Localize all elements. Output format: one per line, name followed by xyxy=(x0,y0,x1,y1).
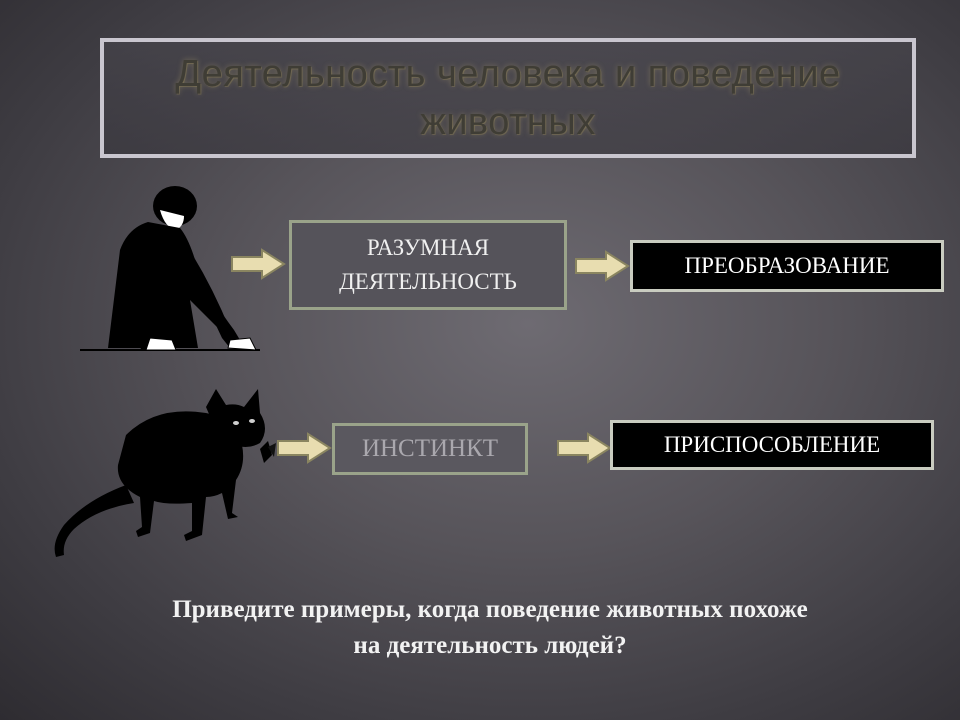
question-line-1: Приведите примеры, когда поведение живот… xyxy=(172,596,808,623)
right-arrow-icon xyxy=(231,248,286,280)
question-line-2: на деятельность людей? xyxy=(353,632,627,659)
right-arrow-icon xyxy=(557,432,612,464)
rational-activity-box: РАЗУМНАЯ ДЕЯТЕЛЬНОСТЬ xyxy=(289,220,567,310)
title-frame: Деятельность человека и поведение животн… xyxy=(100,38,916,158)
transformation-label: ПРЕОБРАЗОВАНИЕ xyxy=(684,253,890,278)
human-silhouette-icon xyxy=(80,186,260,351)
adaptation-label: ПРИСПОСОБЛЕНИЕ xyxy=(663,432,881,457)
title-line-2: животных xyxy=(420,101,596,143)
cat-silhouette-icon xyxy=(54,389,276,557)
right-arrow-icon xyxy=(575,250,630,282)
title-line-1: Деятельность человека и поведение xyxy=(175,53,841,95)
transformation-box: ПРЕОБРАЗОВАНИЕ xyxy=(630,240,944,292)
adaptation-box: ПРИСПОСОБЛЕНИЕ xyxy=(610,420,934,470)
instinct-label: ИНСТИНКТ xyxy=(361,435,499,462)
instinct-box: ИНСТИНКТ xyxy=(332,423,528,475)
rational-activity-line-2: ДЕЯТЕЛЬНОСТЬ xyxy=(339,269,517,294)
question-text: Приведите примеры, когда поведение живот… xyxy=(60,592,920,664)
rational-activity-line-1: РАЗУМНАЯ xyxy=(366,235,490,260)
right-arrow-icon xyxy=(277,432,332,464)
